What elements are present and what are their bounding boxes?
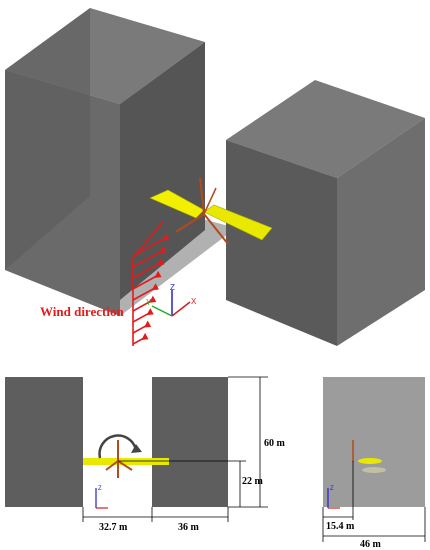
dim-gap-width: 32.7 m (99, 522, 128, 533)
axis-x-label: X (191, 297, 197, 306)
wind-arrow-head-icon (151, 283, 159, 291)
wind-arrow-shaft (132, 237, 167, 257)
wind-arrow-head-icon (154, 270, 162, 278)
axis-y-label: Y (146, 298, 152, 307)
wind-arrow-head-icon (149, 295, 157, 303)
wind-arrow-shaft (132, 262, 161, 279)
side-right-building (152, 377, 228, 507)
wind-profile (132, 221, 164, 346)
isometric-view: Z X Y Wind direction (5, 8, 425, 346)
wind-arrow-shaft (132, 249, 164, 268)
right-building-side (337, 118, 425, 346)
rotor-blade-2 (175, 213, 205, 233)
wind-arrow-shaft (132, 286, 156, 301)
wind-arrow-head-icon (159, 245, 167, 253)
dim-hub-height: 22 m (242, 476, 264, 487)
front-building (323, 377, 425, 507)
side-axis-z: Z (98, 486, 102, 492)
right-building-front (226, 140, 337, 346)
wind-arrow-head-icon (162, 233, 170, 241)
wind-arrow-head-icon (156, 258, 165, 266)
dim-offset: 15.4 m (326, 521, 355, 532)
rotor-blade-4 (203, 187, 217, 215)
dim-height-total: 60 m (264, 438, 286, 449)
turbine-blade-right (203, 204, 273, 241)
front-turbine-blade (358, 458, 382, 464)
rotation-arrow-icon (98, 434, 138, 459)
wind-arrows (132, 233, 170, 345)
axes-triad: Z X Y (146, 283, 197, 317)
wind-arrow-head-icon (146, 308, 154, 316)
right-building-top (226, 80, 425, 178)
wind-turbine (149, 177, 273, 245)
dim-building-width: 36 m (178, 522, 200, 533)
left-building (5, 8, 205, 316)
left-building-side (120, 42, 205, 300)
wind-arrow-shaft (132, 274, 159, 290)
front-view: Z 15.4 m 46 m (322, 377, 426, 550)
rotor-blade-3 (203, 213, 229, 245)
wind-arrow-head-icon (143, 320, 152, 328)
left-building-inner (5, 8, 90, 270)
wind-arrow-shaft (132, 299, 154, 312)
side-view: Z 60 m 22 m 32.7 m 36 m (5, 376, 286, 533)
dim-front-width: 46 m (360, 539, 382, 550)
wind-direction-label: Wind direction (40, 304, 124, 319)
rotor-blade-1 (199, 177, 205, 215)
right-building (226, 80, 425, 346)
side-left-building (5, 377, 83, 507)
wind-arrow-head-icon (141, 332, 149, 340)
front-axis-z: Z (330, 486, 334, 492)
axis-z-label: Z (170, 283, 175, 292)
side-turbine-blade (83, 458, 169, 465)
